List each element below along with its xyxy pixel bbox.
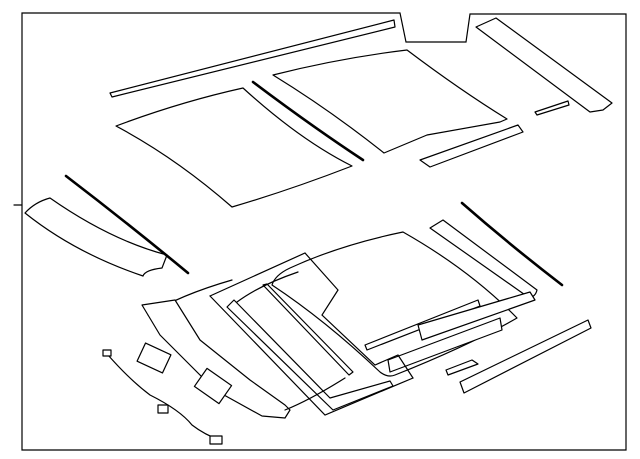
sunroof-motor [136,342,172,374]
glass-seal[interactable] [251,80,365,162]
cable-guide-top [236,271,299,303]
rear-glass-panel [272,49,508,154]
rear-glass-bracket [419,124,524,168]
harness-connector [157,404,169,414]
frame-drain-channel [387,317,503,373]
wind-deflector [24,197,168,277]
wiring-harness [107,354,221,441]
kit-outline [208,252,414,416]
harness-connector [102,349,112,357]
diagram-frame [21,12,627,451]
front-crossmember [459,319,592,394]
front-glass-panel [115,87,353,208]
drive-cable-lower [284,377,346,411]
bracket [445,359,479,376]
deflector-seal [64,174,190,275]
harness-connector [209,435,223,445]
rear-crossmember [417,291,536,341]
glass-seal-assembly [226,299,394,411]
rear-sunshade [475,17,613,113]
sunshade-clip [534,100,570,116]
sunroof-mechanism [141,299,291,419]
side-seal-strip [460,201,564,287]
shade-motor [193,367,233,405]
seal-strip [262,283,354,376]
front-rail [109,19,396,98]
